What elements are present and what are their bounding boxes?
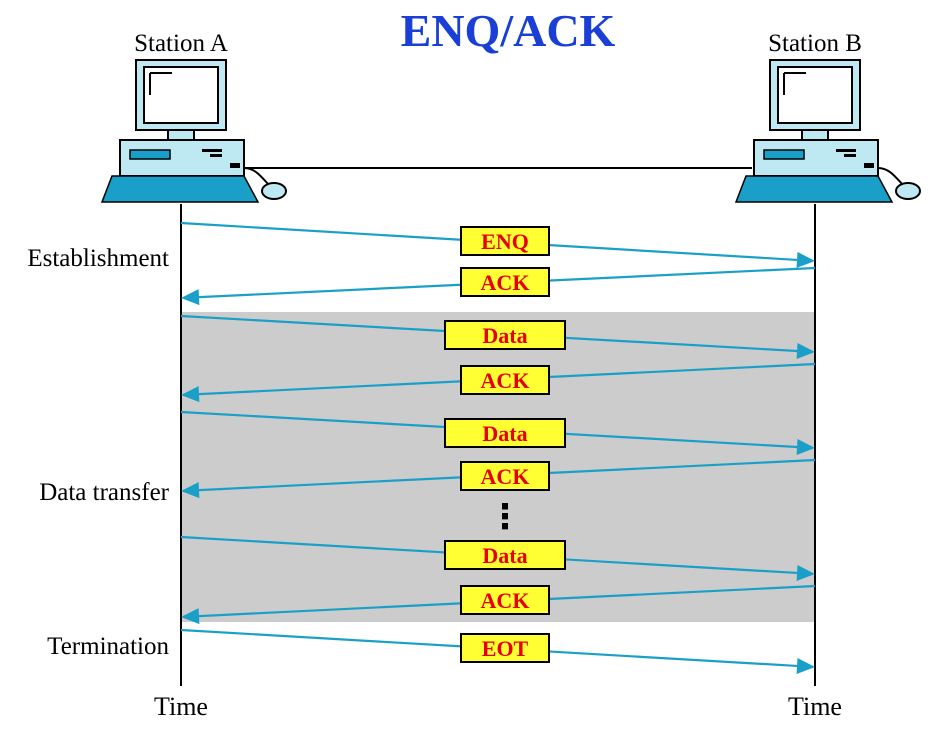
arrowhead-icon	[796, 564, 815, 581]
message-label: Data	[482, 543, 527, 568]
message-label-box	[444, 320, 566, 350]
message-label: Data	[482, 421, 527, 446]
message-label-box	[460, 267, 550, 297]
message-enq-1: ENQ	[180, 221, 815, 268]
phase-label-termination: Termination	[47, 633, 169, 660]
message-label: ACK	[481, 588, 530, 613]
station-b-label: Station B	[768, 30, 862, 57]
message-label: ACK	[481, 270, 530, 295]
arrowhead-icon	[796, 657, 815, 674]
arrowhead-icon	[181, 386, 200, 403]
message-ack-8: ACK	[181, 584, 816, 625]
message-label-box	[460, 226, 550, 256]
message-ack-2: ACK	[181, 266, 816, 306]
message-label: EOT	[482, 636, 529, 661]
continuation-ellipsis: ⋮	[488, 497, 522, 537]
message-ack-4: ACK	[181, 362, 816, 403]
message-data-7: Data	[180, 535, 815, 581]
station-a-label: Station A	[134, 30, 228, 57]
message-label-box	[460, 461, 550, 491]
arrowhead-icon	[796, 251, 815, 268]
arrowhead-icon	[181, 482, 200, 499]
message-label: ACK	[481, 464, 530, 489]
message-ack-6: ACK	[181, 458, 816, 499]
message-label-box	[444, 540, 566, 570]
message-eot-9: EOT	[180, 628, 815, 674]
message-label: ENQ	[481, 229, 529, 254]
message-label-box	[460, 633, 550, 663]
diagram-title: ENQ/ACK	[401, 5, 616, 56]
arrowhead-icon	[796, 342, 815, 359]
message-label: Data	[482, 323, 527, 348]
computer-icon-station-a	[100, 59, 287, 203]
computer-icon-station-b	[734, 59, 921, 203]
message-label: ACK	[481, 368, 530, 393]
message-data-3: Data	[180, 314, 815, 359]
time-label-station-b: Time	[788, 692, 842, 721]
phase-label-establishment: Establishment	[27, 245, 169, 272]
message-label-box	[460, 585, 550, 615]
message-label-box	[460, 365, 550, 395]
phase-label-data-transfer: Data transfer	[39, 479, 169, 506]
time-label-station-a: Time	[154, 692, 208, 721]
arrowhead-icon	[796, 438, 815, 455]
arrowhead-icon	[181, 608, 200, 625]
message-data-5: Data	[180, 410, 815, 455]
arrowhead-icon	[181, 289, 200, 306]
message-label-box	[444, 418, 566, 448]
